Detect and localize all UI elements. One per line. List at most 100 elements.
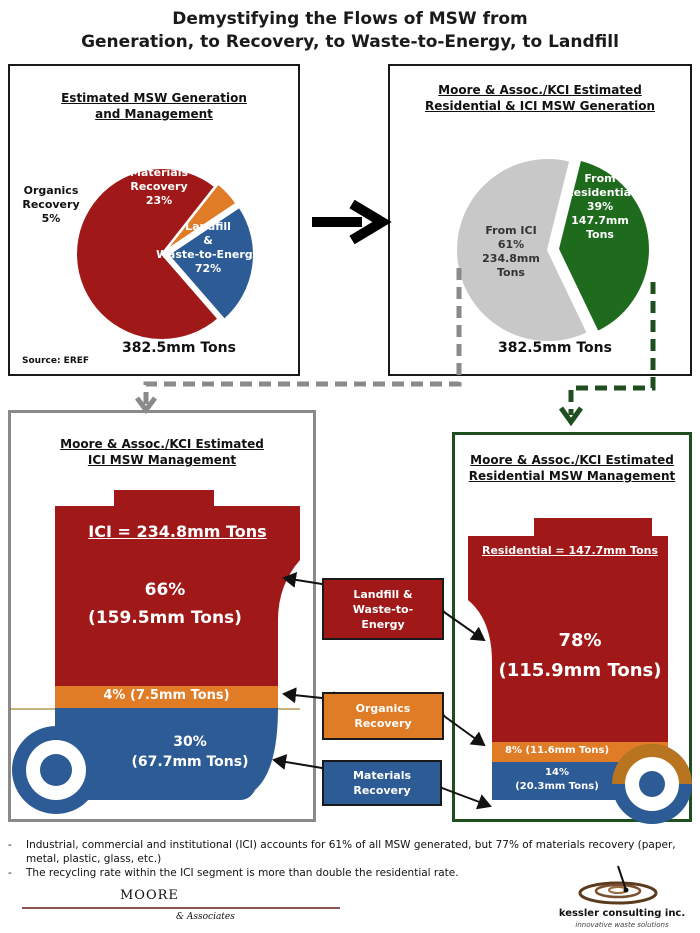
ici-landfill-value: 66% (159.5mm Tons) [55,576,275,632]
legend-landfill: Landfill & Waste-to- Energy [322,578,444,640]
label-line: Tons [586,228,614,241]
legend-line: Energy [361,617,405,631]
label-line: Organics [23,184,79,197]
title-line: Moore & Assoc./KCI Estimated [470,453,674,467]
ici-bin-materials [55,708,278,800]
pie1-label-landfill: Landfill & Waste-to-Energy 72% [148,220,268,276]
kessler-logo-icon [578,865,658,905]
arrow-landfill-right [429,598,486,642]
value-line: (115.9mm Tons) [498,660,662,681]
label-line: 72% [194,262,222,275]
pie2-label-ici: From ICI 61% 234.8mm Tons [474,224,548,280]
pie2-total: 382.5mm Tons [498,340,612,356]
value-line: 30% [173,734,207,750]
title-line: Moore & Assoc./KCI Estimated [60,437,264,451]
footnotes: -Industrial, commercial and institutiona… [8,838,692,880]
ici-header: ICI = 234.8mm Tons [88,522,267,541]
label-line: Recovery [22,198,80,211]
panel-res-ici-generation-title: Moore & Assoc./KCI Estimated Residential… [388,82,692,114]
res-organics-value: 8% (11.6mm Tons) [504,745,610,756]
kessler-tagline: innovative waste solutions [575,921,669,929]
res-flow-dashed-line [568,282,656,415]
title-line: ICI MSW Management [87,453,237,467]
pie-slice-from-ici [455,157,590,343]
title-line-1: Demystifying the Flows of MSW from [172,9,528,29]
ici-flow-arrowhead-icon [135,396,157,415]
title-line: Moore & Assoc./KCI Estimated [438,83,642,97]
label-line: 23% [145,194,173,207]
panel-msw-generation-title: Estimated MSW Generation and Management [8,90,300,122]
ici-materials-value: 30% (67.7mm Tons) [110,732,270,772]
footnote: -The recycling rate within the ICI segme… [8,867,459,879]
footnote: -Industrial, commercial and institutiona… [8,838,692,866]
label-line: Waste-to-Energy [156,248,260,261]
title-line: Residential MSW Management [468,469,676,483]
legend-materials: Materials Recovery [322,760,442,806]
res-landfill-value: 78% (115.9mm Tons) [492,626,668,686]
res-bin-landfill [468,536,668,742]
title-line: and Management [95,107,213,121]
pie-slice-landfill-waste-to-energy [75,167,220,341]
title-line: Estimated MSW Generation [61,91,247,105]
res-materials-value: 14% (20.3mm Tons) [492,766,622,794]
label-line: Residential [565,186,635,199]
residential-bin [468,518,692,824]
source-note: Source: EREF [22,356,90,366]
legend-line: Organics [355,702,411,715]
footnote-text: Industrial, commercial and institutional… [26,839,676,865]
label-line: From [584,172,616,185]
value-line: 66% [144,580,186,600]
arrow-organics-right [429,702,486,747]
title-line: Residential & ICI MSW Generation [424,99,656,113]
pie-msw-generation [75,167,255,341]
pie1-label-materials: Materials Recovery 23% [114,166,204,208]
associates-logo-text: & Associates [176,912,235,922]
pie-slice-materials-recovery [166,205,255,322]
value-line: 78% [558,630,602,651]
moore-logo-text: MOORE [120,888,179,903]
pie1-total: 382.5mm Tons [122,340,236,356]
kessler-logo-text: kessler consulting inc. [558,908,686,919]
ici-organics-value: 4% (7.5mm Tons) [103,688,230,703]
value-line: (20.3mm Tons) [515,781,599,792]
arrow-materials-right [427,776,492,810]
arrow-organics-left [282,687,335,708]
res-header: Residential = 147.7mm Tons [481,544,659,557]
label-line: 61% [497,238,525,251]
label-line: Tons [497,266,525,279]
ici-flow-dashed-line [143,268,462,404]
legend-line: Recovery [353,784,411,797]
label-line: Landfill [185,220,231,233]
label-line: 5% [41,212,61,225]
panel-residential-management-title: Moore & Assoc./KCI Estimated Residential… [452,452,692,484]
title-line-2: Generation, to Recovery, to Waste-to-Ene… [81,32,619,52]
footnote-text: The recycling rate within the ICI segmen… [26,867,459,879]
legend-line: Waste-to- [352,602,414,616]
pie2-label-residential: From Residential 39% 147.7mm Tons [560,172,640,242]
label-line: From ICI [485,224,537,237]
page-title: Demystifying the Flows of MSW from Gener… [0,8,700,54]
legend-line: Recovery [354,717,412,730]
value-line: 14% [545,767,569,778]
ici-bin-organics [55,686,278,708]
label-line: 39% [586,200,614,213]
ici-bin [10,490,300,814]
value-line: (67.7mm Tons) [131,754,249,770]
label-line: 234.8mm [482,252,540,265]
label-line: Recovery [130,180,188,193]
label-line: Materials [129,166,189,179]
legend-organics: Organics Recovery [322,692,444,740]
pie-slice-from-residential [556,158,651,334]
legend-line: Landfill & [353,587,413,601]
ici-bin-landfill [55,506,300,686]
legend-line: Materials [352,769,412,782]
label-line: & [203,234,213,247]
arrow-landfill-left [282,571,336,594]
panel-ici-management-title: Moore & Assoc./KCI Estimated ICI MSW Man… [8,436,316,468]
label-line: 147.7mm [571,214,629,227]
arrow-materials-left [272,754,336,778]
pie-res-ici-generation [455,157,651,343]
pie-slice-organics-recovery [164,182,238,253]
pie1-label-organics: Organics Recovery 5% [16,184,86,226]
